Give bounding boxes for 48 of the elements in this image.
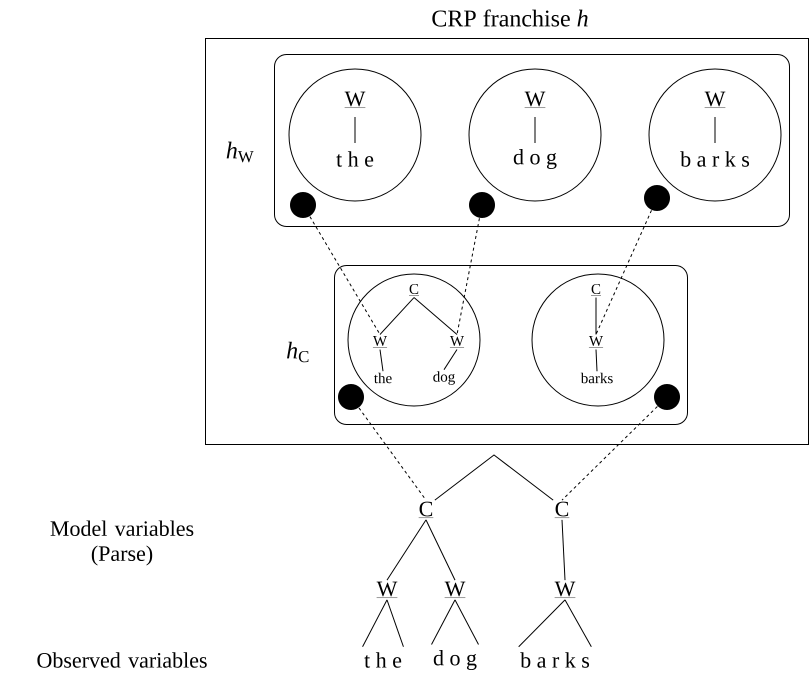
side-label: Observed variables (37, 652, 207, 668)
word-label: barks (580, 372, 613, 384)
tree-label: W (450, 336, 464, 348)
dot (654, 384, 680, 410)
word-label: t h e (364, 652, 402, 668)
tree-branch (362, 599, 388, 648)
dot (338, 384, 364, 410)
side-label: Model variables (Parse) (50, 520, 194, 566)
tree-branch (454, 599, 479, 645)
tree-branch (380, 297, 414, 335)
word-label: dog (433, 371, 455, 385)
tree-branch (380, 349, 384, 372)
tree-circle (348, 274, 480, 406)
tree-branch (431, 599, 456, 645)
tree-circle (532, 274, 664, 406)
dot (469, 192, 495, 218)
tree-branch (426, 519, 456, 581)
tree-label: C (554, 502, 570, 518)
tree-label: W (554, 582, 576, 598)
tree-branch (562, 519, 566, 581)
dashed-link (309, 216, 380, 335)
tree-label: C (418, 502, 434, 518)
tree-label: W (444, 582, 466, 598)
dashed-link (562, 406, 658, 501)
tree-label: W (372, 336, 388, 348)
word-label: the (374, 372, 392, 384)
tree-branch (444, 349, 458, 370)
tree-branch (518, 599, 566, 648)
tree-branch (414, 297, 458, 335)
tree-label: W (376, 582, 398, 598)
dashed-link (596, 210, 652, 335)
dot (290, 192, 316, 218)
tree-branch (434, 454, 554, 501)
node-label: h$_{C}$ (287, 342, 308, 362)
tree-branch (386, 599, 404, 648)
node-label: CRP franchise h (432, 9, 588, 27)
dashed-link (358, 407, 426, 501)
dot (644, 185, 670, 211)
node-label: h$_{W}$ (226, 142, 254, 162)
word-label: b a r k s (520, 652, 590, 668)
word-label: d o g (434, 650, 477, 670)
tree-label: W (588, 336, 604, 348)
tree-label: C (590, 284, 602, 296)
dashed-link (456, 218, 480, 335)
tree-branch (596, 349, 598, 372)
tree-branch (564, 599, 592, 648)
tree-branch (386, 519, 426, 581)
tree-label: C (408, 284, 420, 296)
